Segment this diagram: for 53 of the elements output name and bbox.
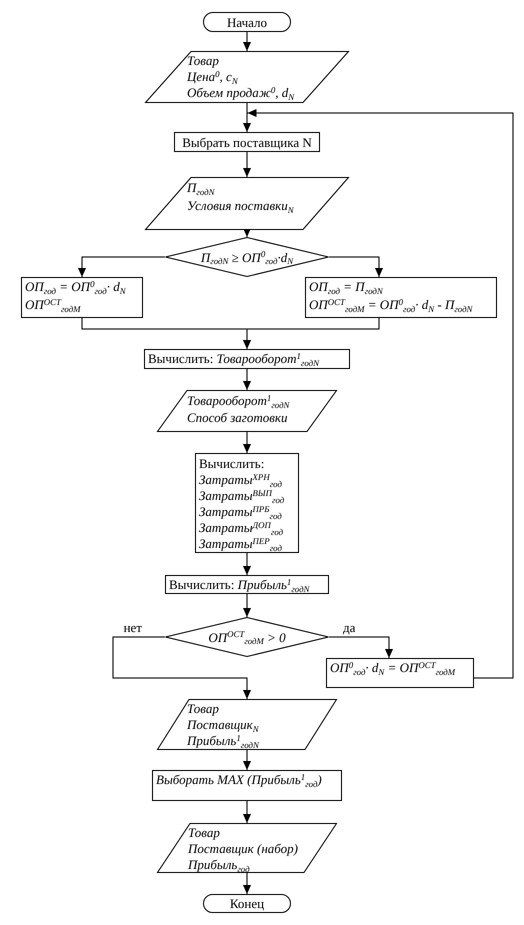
data-text: Товар [187,701,219,717]
flow-arrow [242,152,252,178]
flow-arrow [242,552,252,576]
flow-arrow [328,256,384,278]
flow-arrow [242,872,252,894]
data-text: Условия поставки$_{N}$ [187,197,294,215]
process-box [21,277,143,318]
flow-arrow [328,636,394,658]
flow-arrow [242,318,380,350]
process-box [305,277,497,318]
flow-arrow [242,102,252,132]
data-text: Объем продаж$^{0}$, d$_{N}$ [187,85,294,101]
data-parallelogram [157,390,337,432]
flow-arrow [242,594,252,618]
flow-arrow [112,636,252,700]
process-text: Выбрать поставщика N [182,134,312,150]
process-text: Выборать MAX (Прибыль$^{1}$$_{год}$) [156,771,322,788]
process-box [152,770,342,801]
process-box [326,658,474,688]
data-text: Прибыль$_{год}$ [188,857,250,873]
flow-arrow [247,108,514,678]
process-text: ОП$^{ОСТ}$$_{годM}$ = ОП$^{0}$$_{год}$· d$_{N}$ - П$_{годN}$ [309,296,472,314]
process-box [165,575,329,594]
process-text: ОП$_{год}$ = П$_{годN}$ [309,278,383,296]
flow-arrow [78,256,166,278]
data-text: Поставщик$_{N}$ [187,717,259,733]
decision-diamond [165,617,329,657]
flow-arrow [242,432,252,454]
condition-text: П$_{годN}$ ≥ ОП$^{0}$$_{год}$·d$_{N}$ [200,248,294,266]
data-text: П$_{годN}$ [187,179,214,197]
data-parallelogram [145,177,349,230]
process-text: Вычислить: [199,456,264,472]
data-text: Цена$^{0}$, c$_{N}$ [187,69,238,85]
process-text: ОП$_{год}$ = ОП$^{0}$$_{год}$· d$_{N}$ [25,278,126,296]
condition-text: ОП$^{ОСТ}$$_{годM}$ > 0 [208,628,286,646]
flow-arrow [242,228,252,238]
data-text: Товар [187,53,219,69]
data-parallelogram [145,51,349,103]
terminal-label: Начало [226,14,268,30]
flow-arrow [242,368,252,390]
flow-arrow [242,32,252,52]
flow-arrow [242,800,252,824]
decision-diamond [165,237,329,277]
data-text: Поставщик (набор) [188,841,298,857]
process-box [195,453,299,553]
data-text: Товар [188,825,220,841]
flow-arrow [242,750,252,770]
data-text: Способ заготовки [187,409,288,426]
data-parallelogram [157,823,337,873]
process-box [174,132,320,152]
terminal-label: Конец [230,895,264,912]
data-parallelogram [157,699,337,750]
process-box [144,349,350,369]
